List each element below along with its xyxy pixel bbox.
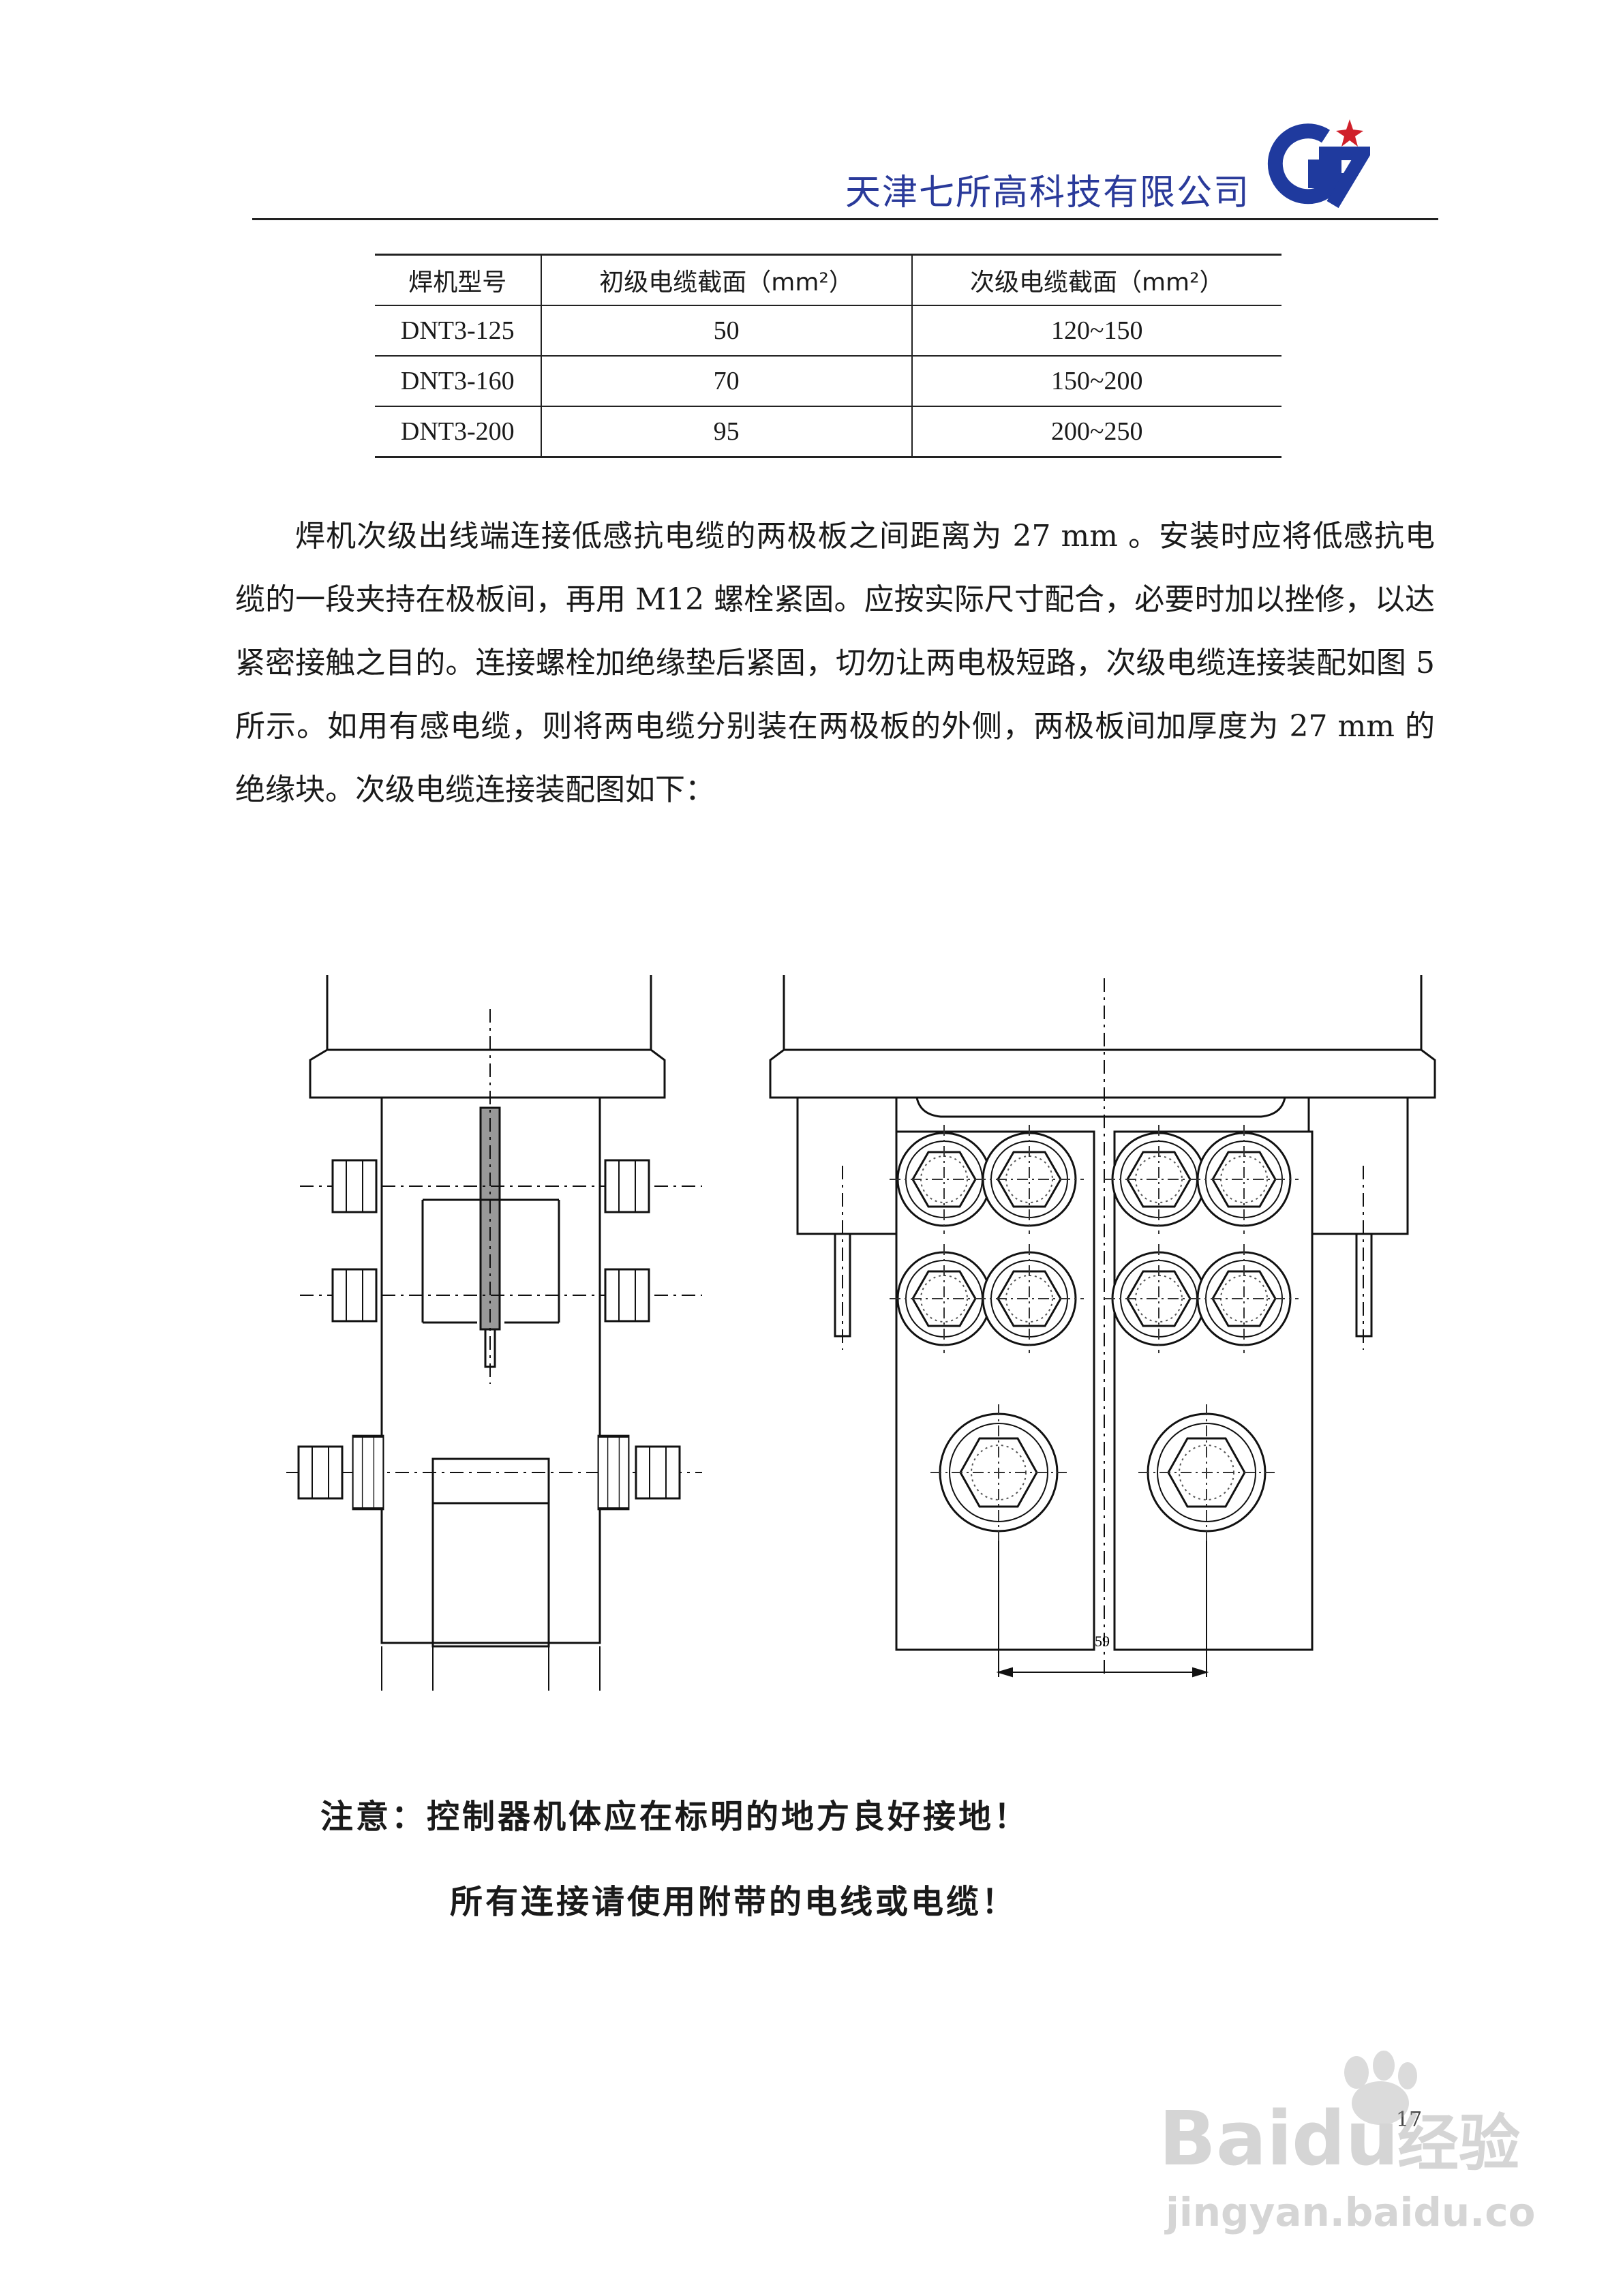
front-view-dimension xyxy=(996,1541,1209,1678)
company-name: 天津七所高科技有限公司 xyxy=(845,172,1251,213)
table-header-row: 焊机型号 初级电缆截面（mm²） 次级电缆截面（mm²） xyxy=(375,254,1281,305)
table-cell: DNT3-200 xyxy=(400,417,515,446)
page-number: 17 xyxy=(1396,2108,1423,2132)
table-cell: 50 xyxy=(540,305,912,356)
watermark-brand2: du xyxy=(1292,2095,1399,2182)
table-cell: 150~200 xyxy=(911,356,1281,406)
table-header: 初级电缆截面（mm²） xyxy=(540,254,912,305)
watermark-suffix: 经验 xyxy=(1397,2108,1520,2179)
table-cell: 95 xyxy=(540,406,912,457)
watermark-url: jingyan.baidu.com xyxy=(1164,2189,1534,2235)
installation-paragraph: 焊机次级出线端连接低感抗电缆的两极板之间距离为 27 mm 。安装时应将低感抗电… xyxy=(235,519,1435,807)
cable-spec-table: 焊机型号 初级电缆截面（mm²） 次级电缆截面（mm²） DNT3-125 50… xyxy=(375,254,1281,458)
header-rule xyxy=(252,218,1438,220)
table-row: DNT3-160 70 150~200 xyxy=(375,356,1281,406)
table-cell: DNT3-160 xyxy=(400,367,515,395)
table-cell: DNT3-125 xyxy=(400,316,515,345)
table-cell: 200~250 xyxy=(911,406,1281,457)
assembly-drawing: 27 60 59 xyxy=(286,975,1436,1691)
table-row: DNT3-200 95 200~250 xyxy=(375,406,1281,457)
front-view xyxy=(769,975,1436,1677)
table-header: 次级电缆截面（mm²） xyxy=(911,254,1281,305)
note-grounding: 注意：控制器机体应在标明的地方良好接地！ xyxy=(320,1798,1030,1836)
table-row: DNT3-125 50 120~150 xyxy=(375,305,1281,356)
table-cell: 120~150 xyxy=(911,305,1281,356)
table-cell: 70 xyxy=(540,356,912,406)
company-logo xyxy=(1267,119,1370,209)
note-cables: 所有连接请使用附带的电线或电缆！ xyxy=(450,1883,1018,1921)
side-view xyxy=(286,975,702,1648)
side-view-dimensions xyxy=(381,1646,601,1691)
watermark-brand: Bai xyxy=(1159,2095,1292,2182)
baidu-watermark: Bai du 经验 jingyan.baidu.com xyxy=(1159,2051,1534,2235)
paw-icon xyxy=(1344,2051,1417,2125)
table-header: 焊机型号 xyxy=(408,269,507,297)
dim-right: 59 xyxy=(1095,1633,1110,1650)
